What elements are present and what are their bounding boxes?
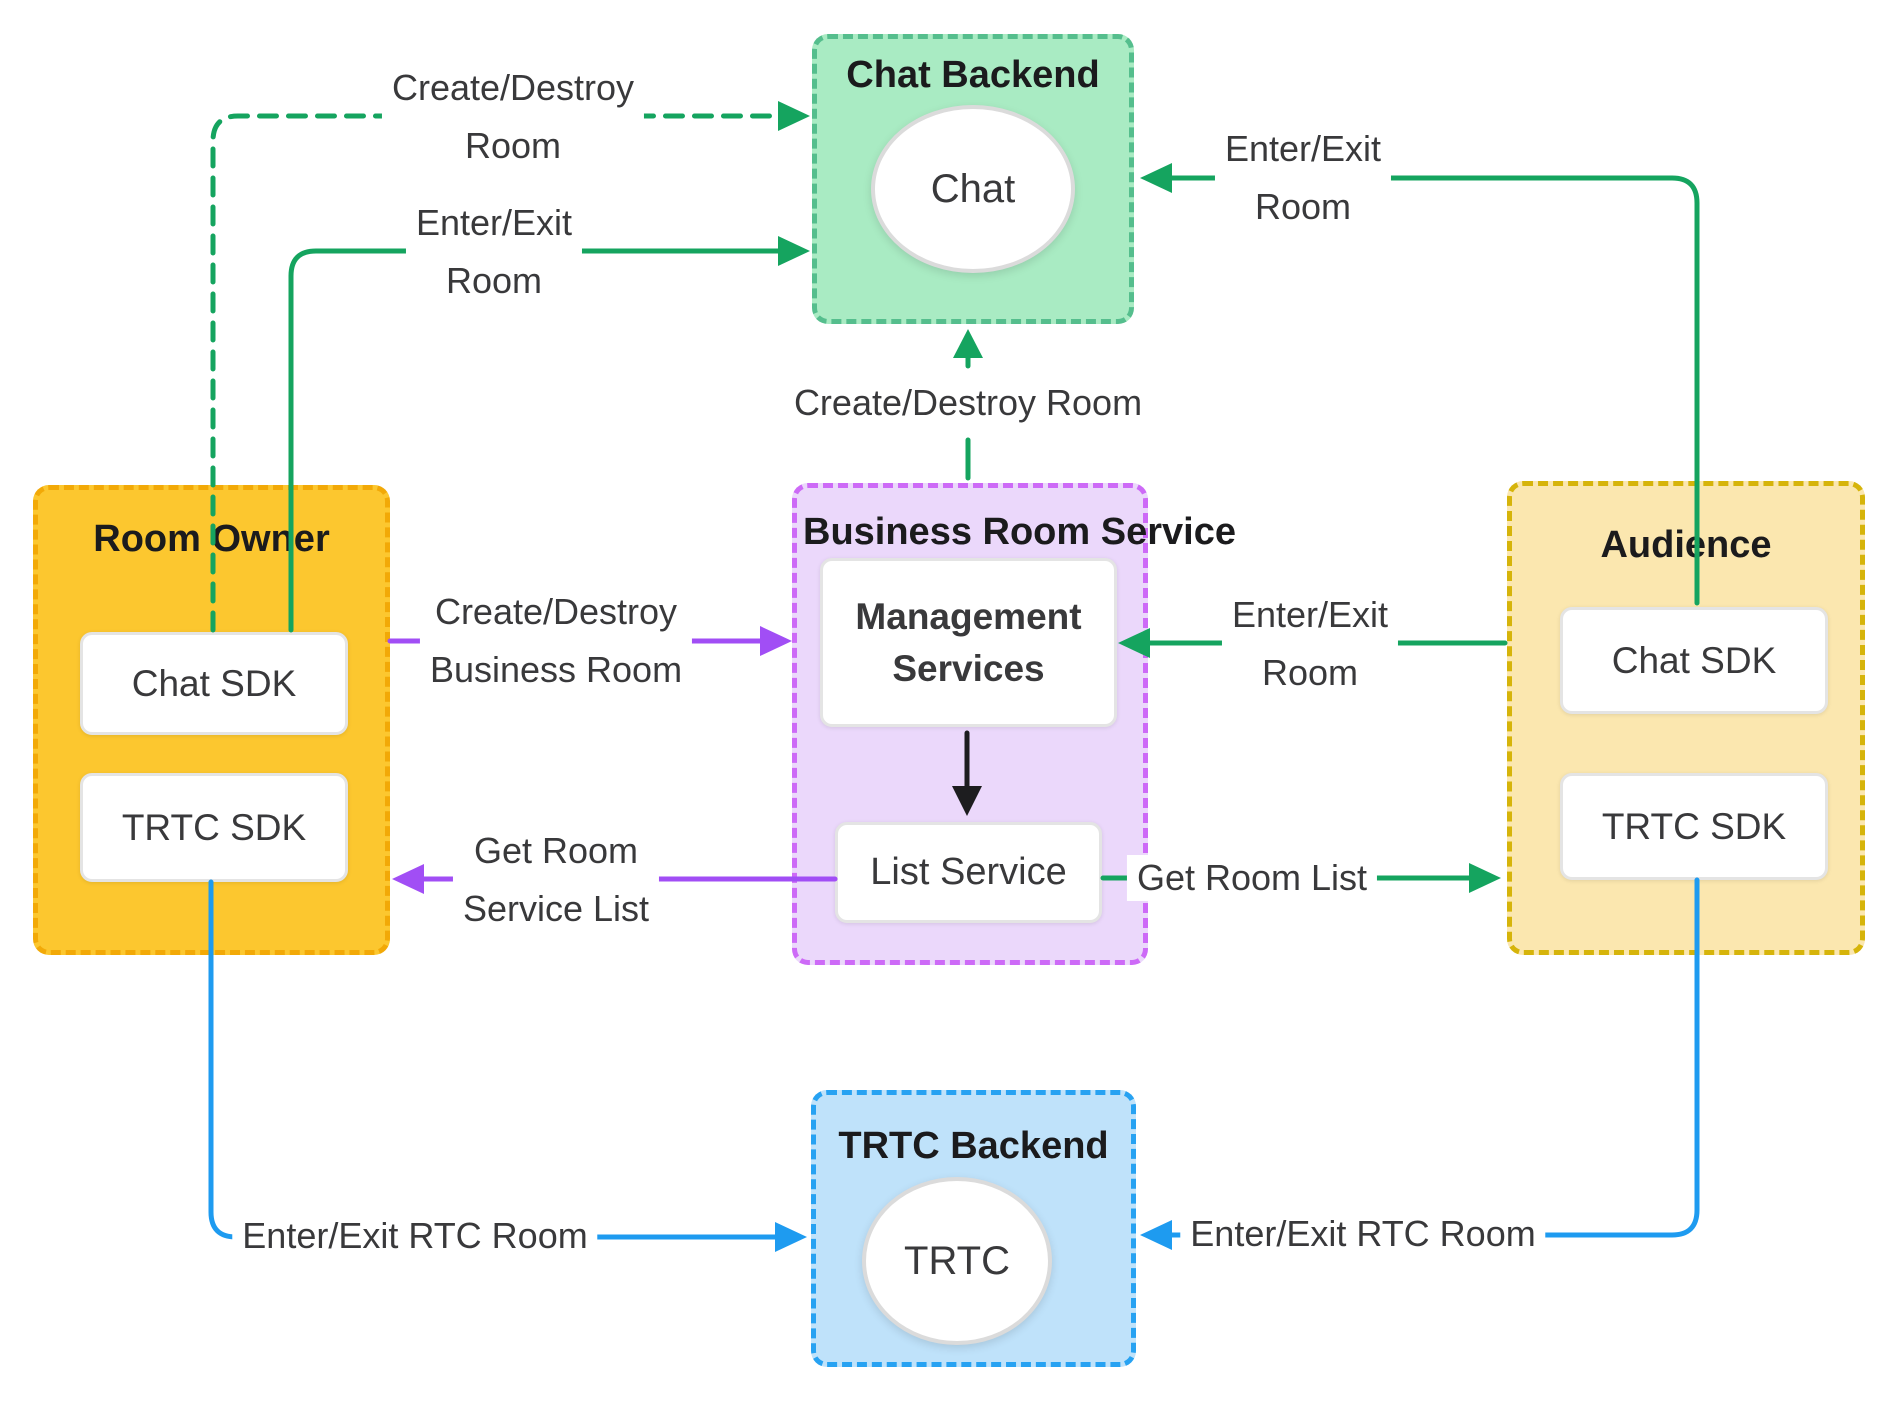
room-owner-chat-sdk: Chat SDK (80, 632, 348, 735)
arrowhead-left-icon (1140, 1220, 1172, 1250)
management-services-label: Management Services (855, 595, 1082, 689)
label-create-destroy-room-top: Create/Destroy Room (381, 57, 645, 177)
chat-core-label: Chat (930, 166, 1016, 211)
label-enter-exit-rtc-room-audience: Enter/Exit RTC Room (1180, 1211, 1546, 1257)
arrowhead-right-icon (775, 1222, 807, 1252)
business-room-service-title: Business Room Service (803, 511, 1236, 553)
list-service-label: List Service (870, 851, 1067, 893)
room-owner-title: Room Owner (93, 518, 330, 560)
arrowhead-right-icon (778, 236, 810, 266)
label-enter-exit-room-owner: Enter/Exit Room (405, 192, 583, 312)
label-create-destroy-business-room: Create/Destroy Business Room (419, 581, 693, 701)
label-get-room-list: Get Room List (1126, 855, 1378, 901)
trtc-backend-title: TRTC Backend (838, 1125, 1109, 1167)
trtc-core-ellipse: TRTC (862, 1177, 1052, 1345)
arrowhead-left-icon (392, 864, 424, 894)
management-services-box: Management Services (820, 558, 1117, 727)
chat-backend-title: Chat Backend (846, 54, 1100, 96)
arrowhead-left-icon (1140, 163, 1172, 193)
room-owner-trtc-sdk-label: TRTC SDK (121, 806, 307, 848)
arrowhead-up-icon (953, 329, 983, 358)
audience-trtc-sdk: TRTC SDK (1560, 773, 1828, 880)
label-enter-exit-room-audience: Enter/Exit Room (1214, 118, 1392, 238)
room-owner-chat-sdk-label: Chat SDK (131, 662, 297, 704)
audience-title: Audience (1600, 524, 1772, 566)
node-audience: Audience (1507, 481, 1865, 955)
audience-chat-sdk: Chat SDK (1560, 607, 1828, 714)
label-enter-exit-rtc-room-owner: Enter/Exit RTC Room (232, 1213, 598, 1259)
node-chat-backend: Chat Backend (812, 34, 1134, 324)
trtc-core-label: TRTC (904, 1238, 1010, 1283)
label-enter-exit-room-mid: Enter/Exit Room (1221, 584, 1399, 704)
audience-chat-sdk-label: Chat SDK (1611, 639, 1777, 681)
chat-core-ellipse: Chat (871, 105, 1075, 273)
room-owner-trtc-sdk: TRTC SDK (80, 773, 348, 882)
arrowhead-right-icon (760, 626, 792, 656)
label-create-destroy-room-center: Create/Destroy Room (783, 380, 1153, 426)
label-get-room-service-list: Get Room Service List (452, 820, 660, 940)
list-service-box: List Service (835, 822, 1102, 923)
arrowhead-right-icon (1469, 863, 1501, 893)
arrowhead-right-icon (778, 101, 810, 131)
audience-trtc-sdk-label: TRTC SDK (1601, 805, 1787, 847)
